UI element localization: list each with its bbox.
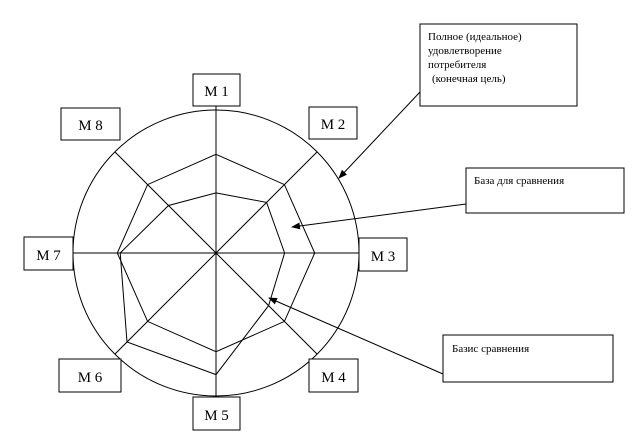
- axis-spoke: [114, 151, 217, 254]
- axis-label-text: М 2: [321, 117, 346, 133]
- axis-spokes: [73, 106, 359, 397]
- axis-spoke: [114, 252, 217, 355]
- comparison-base-polygon: [116, 153, 316, 353]
- axis-label-text: М 8: [78, 118, 103, 134]
- axis-label-text: М 1: [204, 84, 229, 100]
- callout-ideal-text: Полное (идеальное) удовлетворение потреб…: [428, 31, 524, 85]
- axis-label-text: М 3: [371, 249, 396, 265]
- axis-spoke: [215, 252, 318, 355]
- axis-label-text: М 5: [204, 408, 229, 424]
- callout-line: (конечная цель): [432, 73, 506, 85]
- arrow-base: [291, 203, 467, 230]
- arrow-ideal: [338, 91, 421, 179]
- axis-label-text: М 4: [321, 370, 346, 386]
- axis-label-m4: М 4: [308, 358, 359, 393]
- callout-line: Полное (идеальное): [428, 31, 522, 43]
- axis-label-m3: М 3: [358, 237, 408, 272]
- callout-line: удовлетворение: [428, 45, 502, 57]
- callout-base: База для сравнения: [465, 167, 625, 214]
- axis-label-text: М 7: [36, 248, 61, 264]
- axis-label-m1: М 1: [192, 73, 241, 107]
- axis-label-m2: М 2: [308, 106, 358, 140]
- axis-label-m8: М 8: [60, 107, 121, 141]
- callout-ideal: Полное (идеальное) удовлетворение потреб…: [419, 23, 578, 107]
- axis-label-m6: М 6: [58, 358, 122, 393]
- axis-label-m5: М 5: [192, 396, 241, 431]
- callout-basis: Базис сравнения: [442, 334, 614, 383]
- axis-label-m7: М 7: [23, 236, 74, 271]
- comparison-basis-polygon: [119, 192, 286, 376]
- axis-label-text: М 6: [78, 370, 103, 386]
- callout-line: потребителя: [428, 59, 486, 71]
- callout-base-text: База для сравнения: [474, 175, 564, 187]
- callout-basis-text: Базис сравнения: [452, 343, 529, 355]
- arrow-basis: [268, 297, 444, 375]
